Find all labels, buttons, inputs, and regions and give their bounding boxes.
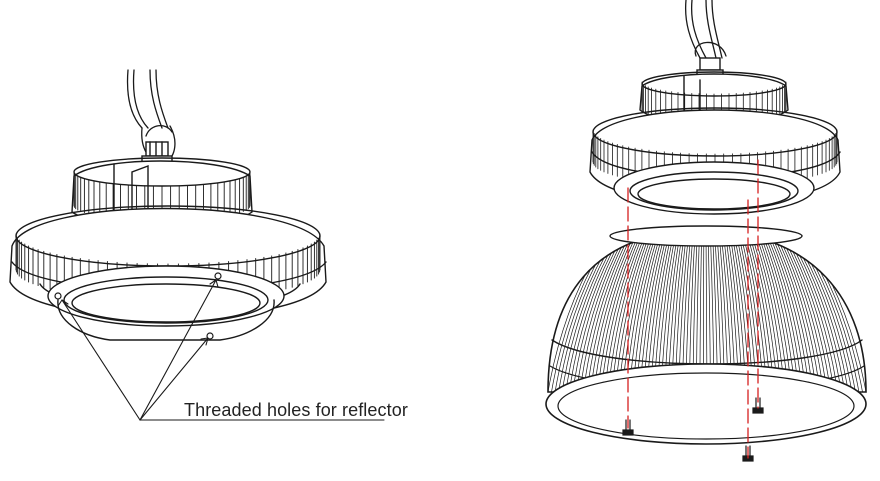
right-fixture (546, 0, 866, 461)
reflector-dome (546, 226, 866, 444)
right-power-cable (686, 0, 726, 58)
right-cable-gland (697, 58, 723, 76)
left-fixture (10, 70, 384, 420)
right-bottom-face (614, 162, 814, 214)
callout-label: Threaded holes for reflector (184, 400, 408, 421)
